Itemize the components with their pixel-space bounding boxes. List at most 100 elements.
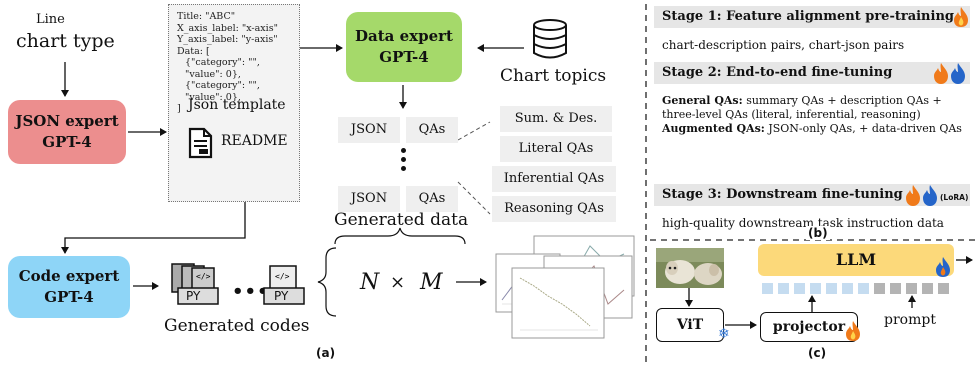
readme-label: README (221, 133, 288, 149)
chart-thumbnail (511, 267, 605, 339)
projector-box: projector (760, 312, 858, 342)
data-expert-model: GPT-4 (379, 48, 429, 66)
code-file-icon: </> (263, 265, 305, 305)
qa-type-inferential: Inferential QAs (492, 166, 616, 192)
text-token (890, 283, 901, 294)
stage2-header: Stage 2: End-to-end fine-tuning (654, 62, 970, 84)
json-template-box: Title: "ABC" X_axis_label: "x-axis" Y_ax… (168, 4, 300, 202)
stage1-header: Stage 1: Feature alignment pre-training (654, 6, 970, 28)
pair-json: JSON (338, 117, 400, 143)
prompt-label: prompt (884, 312, 936, 328)
brace-generated-data (334, 227, 466, 245)
general-qas-text-2: three-level QAs (literal, inferential, r… (662, 108, 921, 121)
document-icon (188, 127, 213, 159)
flame-ice-icon (906, 185, 937, 206)
visual-token (778, 283, 789, 294)
text-token (906, 283, 917, 294)
json-expert-box: JSON expert GPT-4 (8, 100, 126, 164)
arrow-template-to-code-expert (61, 200, 246, 254)
json-expert-model: GPT-4 (42, 133, 92, 151)
vit-box: ViT (656, 308, 724, 342)
text-token (922, 283, 933, 294)
data-expert-name: Data expert (355, 27, 453, 45)
rendered-charts-thumbnails (495, 235, 635, 339)
panel-a-caption: (a) (316, 346, 336, 360)
ellipsis-dot (401, 166, 406, 171)
visual-token (762, 283, 773, 294)
visual-token (794, 283, 805, 294)
code-file-label: PY (186, 289, 201, 303)
code-file-label: PY (274, 289, 289, 303)
data-expert-box: Data expert GPT-4 (346, 12, 462, 82)
flame-ice-icon (934, 63, 965, 84)
svg-text:</>: </> (196, 272, 211, 281)
snowflake-icon: ❄ (718, 326, 730, 342)
qa-type-literal: Literal QAs (500, 136, 612, 162)
text-token (938, 283, 949, 294)
projector-label: projector (772, 319, 846, 335)
visual-token (858, 283, 869, 294)
code-file-single: </> (262, 262, 312, 310)
pair-qas: QAs (406, 117, 458, 143)
json-template-line: X_axis_label: "x-axis" (177, 22, 278, 34)
pair-qas: QAs (406, 186, 458, 212)
code-expert-name: Code expert (18, 267, 120, 285)
flame-icon (846, 321, 860, 341)
line-label: Line (36, 12, 65, 27)
augmented-qas-text: JSON-only QAs, + data-driven QAs (764, 122, 962, 135)
json-template-line: Title: "ABC" (177, 11, 236, 22)
generated-codes-label: Generated codes (164, 316, 310, 336)
code-expert-model: GPT-4 (44, 288, 94, 306)
formula-m: M (420, 270, 443, 295)
vit-label: ViT (676, 317, 704, 333)
stage1-body: chart-description pairs, chart-json pair… (662, 38, 905, 52)
pair-json: JSON (338, 186, 400, 212)
qa-type-reasoning: Reasoning QAs (492, 196, 616, 222)
json-template-line: Y_axis_label: "y-axis" (177, 34, 278, 45)
code-ellipsis: ••• (232, 281, 270, 302)
json-template-line: ] (177, 103, 181, 114)
lora-label: (LoRA) (940, 193, 969, 202)
stage1-title: Stage 1: Feature alignment pre-training (662, 9, 954, 24)
code-file-stack-left: </> (168, 262, 258, 310)
flame-ice-icon (936, 257, 950, 277)
sheep-image (656, 248, 724, 288)
llm-box: LLM (758, 244, 954, 276)
json-template-code: Title: "ABC" X_axis_label: "x-axis" Y_ax… (177, 11, 299, 115)
visual-token (826, 283, 837, 294)
dashed-link-bottom (457, 181, 491, 215)
chart-topics-label: Chart topics (500, 66, 607, 86)
json-expert-name: JSON expert (15, 112, 119, 130)
visual-token (810, 283, 821, 294)
general-qas-text: summary QAs + description QAs + (742, 94, 942, 107)
json-template-line: {"category": "", "value": 0}, (185, 80, 260, 103)
svg-text:</>: </> (275, 272, 290, 281)
stage3-header: Stage 3: Downstream fine-tuning (654, 184, 970, 206)
brace-left (317, 247, 337, 317)
general-qas-label: General QAs: (662, 94, 743, 107)
ellipsis-dot (401, 148, 406, 153)
panel-c-caption: (c) (808, 346, 827, 360)
formula-n: N (360, 270, 380, 295)
dashed-link-top (457, 121, 491, 141)
qa-type-summary: Sum. & Des. (500, 106, 612, 132)
stage3-title: Stage 3: Downstream fine-tuning (662, 187, 903, 202)
visual-token (842, 283, 853, 294)
stage2-title: Stage 2: End-to-end fine-tuning (662, 65, 893, 80)
llm-label: LLM (835, 250, 877, 269)
chart-type-label: chart type (16, 30, 115, 52)
code-expert-box: Code expert GPT-4 (8, 256, 130, 318)
flame-icon (954, 7, 968, 27)
formula-times: × (390, 272, 406, 293)
augmented-qas-label: Augmented QAs: (662, 122, 765, 135)
stage3-body: high-quality downstream task instruction… (662, 216, 944, 230)
panel-b-caption: (b) (806, 226, 830, 240)
json-template-caption: Json template (188, 97, 286, 113)
text-token (874, 283, 885, 294)
code-file-icon: </> (171, 263, 219, 305)
stage2-body: General QAs: summary QAs + description Q… (662, 94, 970, 136)
generated-data-label: Generated data (334, 210, 469, 230)
json-template-line: Data: [ (177, 45, 210, 57)
json-template-line: {"category": "", "value": 0}, (185, 57, 260, 80)
